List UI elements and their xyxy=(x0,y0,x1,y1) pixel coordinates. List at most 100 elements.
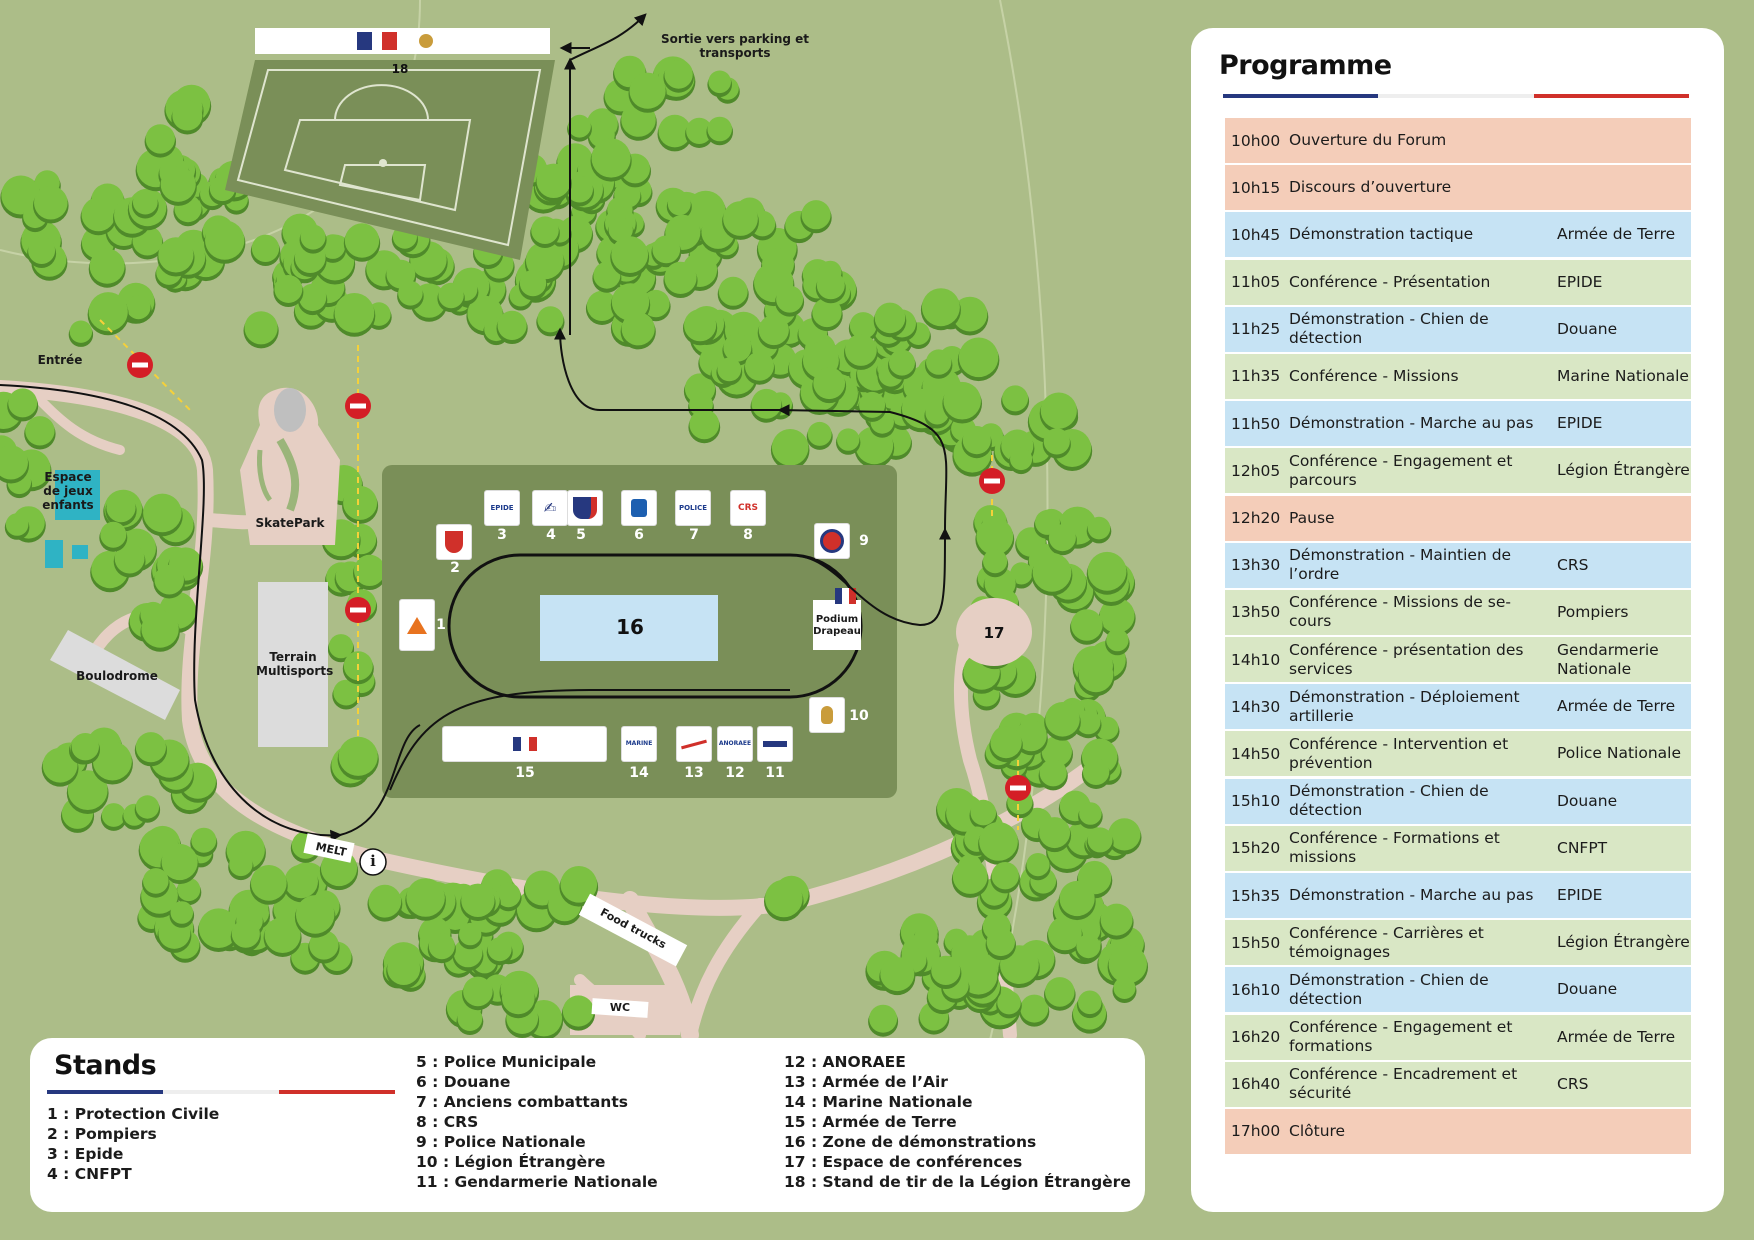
tree xyxy=(1099,598,1135,633)
tree xyxy=(537,306,564,333)
tree xyxy=(428,933,455,960)
tree xyxy=(145,124,175,154)
tree xyxy=(536,163,571,198)
stand-10-number: 10 xyxy=(849,708,869,724)
tree xyxy=(1106,628,1129,652)
zone-16 xyxy=(540,595,718,661)
schedule-activity: Conférence - Engagement et formations xyxy=(1289,1018,1513,1056)
stand-10-logo xyxy=(810,698,844,732)
stands-flag-line xyxy=(47,1090,395,1094)
schedule-time: 13h30 xyxy=(1231,556,1281,575)
schedule-activity: Conférence - Intervention et prévention xyxy=(1289,734,1509,772)
tree xyxy=(251,234,280,262)
tree xyxy=(845,334,877,366)
tree xyxy=(457,1006,483,1031)
stand-list-item: 14 : Marine Nationale xyxy=(784,1093,973,1111)
tree xyxy=(652,235,681,264)
tree xyxy=(591,138,631,178)
schedule-time: 10h15 xyxy=(1231,178,1281,197)
schedule-activity: Démonstration - Marche au pas xyxy=(1289,414,1534,433)
visitor-route xyxy=(0,13,951,842)
tree xyxy=(1010,562,1033,585)
tree xyxy=(1015,720,1047,752)
stand-list-item: 7 : Anciens combattants xyxy=(416,1093,628,1111)
conference-area xyxy=(956,598,1032,666)
stand-14-logo: MARINE xyxy=(622,727,656,761)
tree xyxy=(344,223,380,258)
stand-list-item: 6 : Douane xyxy=(416,1073,511,1091)
tree xyxy=(298,283,327,312)
tree xyxy=(1026,853,1050,877)
schedule-time: 16h40 xyxy=(1231,1075,1281,1094)
stand-8-logo: CRS xyxy=(731,491,765,525)
schedule-time: 15h50 xyxy=(1231,933,1281,952)
wc-label: WC xyxy=(609,1001,631,1014)
tree xyxy=(1113,977,1136,999)
schedule-organiser: Pompiers xyxy=(1557,602,1629,621)
tree xyxy=(295,895,335,934)
tree xyxy=(849,312,877,339)
info-icon xyxy=(359,848,387,876)
stands-col-2: 5 : Police Municipale 6 : Douane 7 : Anc… xyxy=(416,1052,658,1192)
site-map xyxy=(0,0,1149,1044)
tree xyxy=(869,1004,898,1033)
tree xyxy=(343,485,378,520)
tree xyxy=(859,391,886,418)
tree xyxy=(1045,977,1075,1007)
stands-panel: Stands 1 : Protection Civile 2 : Pompier… xyxy=(30,1038,1145,1212)
stand-5-number: 5 xyxy=(576,527,586,543)
tree xyxy=(368,884,402,918)
schedule-activity: Discours d’ouverture xyxy=(1289,178,1452,197)
tree xyxy=(952,859,988,894)
schedule-time: 11h50 xyxy=(1231,414,1281,433)
no-entry-bar xyxy=(1010,785,1026,791)
zone-17-label: 17 xyxy=(983,624,1005,642)
tree xyxy=(191,827,217,853)
stand-14-number: 14 xyxy=(629,765,649,781)
wc-sign xyxy=(591,998,649,1018)
schedule-organiser: EPIDE xyxy=(1557,414,1603,433)
tree xyxy=(926,349,952,375)
tree xyxy=(807,421,832,446)
schedule-organiser: Armée de Terre xyxy=(1557,225,1676,244)
stand-list-item: 13 : Armée de l’Air xyxy=(784,1073,948,1091)
tree xyxy=(958,337,999,378)
tree xyxy=(463,976,493,1007)
tree xyxy=(1108,818,1141,851)
tree xyxy=(143,493,182,533)
tree xyxy=(664,60,693,89)
tree xyxy=(1039,817,1071,849)
tree xyxy=(707,116,732,142)
boulodrome-label: Boulodrome xyxy=(76,669,158,683)
tree xyxy=(172,100,203,131)
schedule-row: 11h50 Démonstration - Marche au pas EPIDE xyxy=(1225,401,1691,447)
tree xyxy=(1076,709,1101,735)
tree xyxy=(1020,994,1049,1023)
tree xyxy=(106,493,136,523)
tree xyxy=(1039,759,1067,787)
tree xyxy=(1087,516,1111,540)
schedule-activity: Démonstration - Chien de détection xyxy=(1289,782,1489,820)
tree xyxy=(135,732,166,763)
stand-list-item: 9 : Police Nationale xyxy=(416,1133,586,1151)
tree xyxy=(771,429,809,466)
tree xyxy=(496,882,521,908)
schedule-organiser: Marine Nationale xyxy=(1557,366,1689,385)
tree xyxy=(962,426,991,455)
tree xyxy=(519,269,547,297)
tree xyxy=(1079,802,1102,825)
zone-16-label: 16 xyxy=(616,615,644,639)
tree xyxy=(42,747,78,783)
no-entry-bar xyxy=(984,478,1000,484)
tree xyxy=(438,282,464,309)
schedule-time: 10h45 xyxy=(1231,225,1281,244)
tree xyxy=(1082,758,1110,785)
tree xyxy=(170,901,194,924)
stand-6-logo xyxy=(622,491,656,525)
